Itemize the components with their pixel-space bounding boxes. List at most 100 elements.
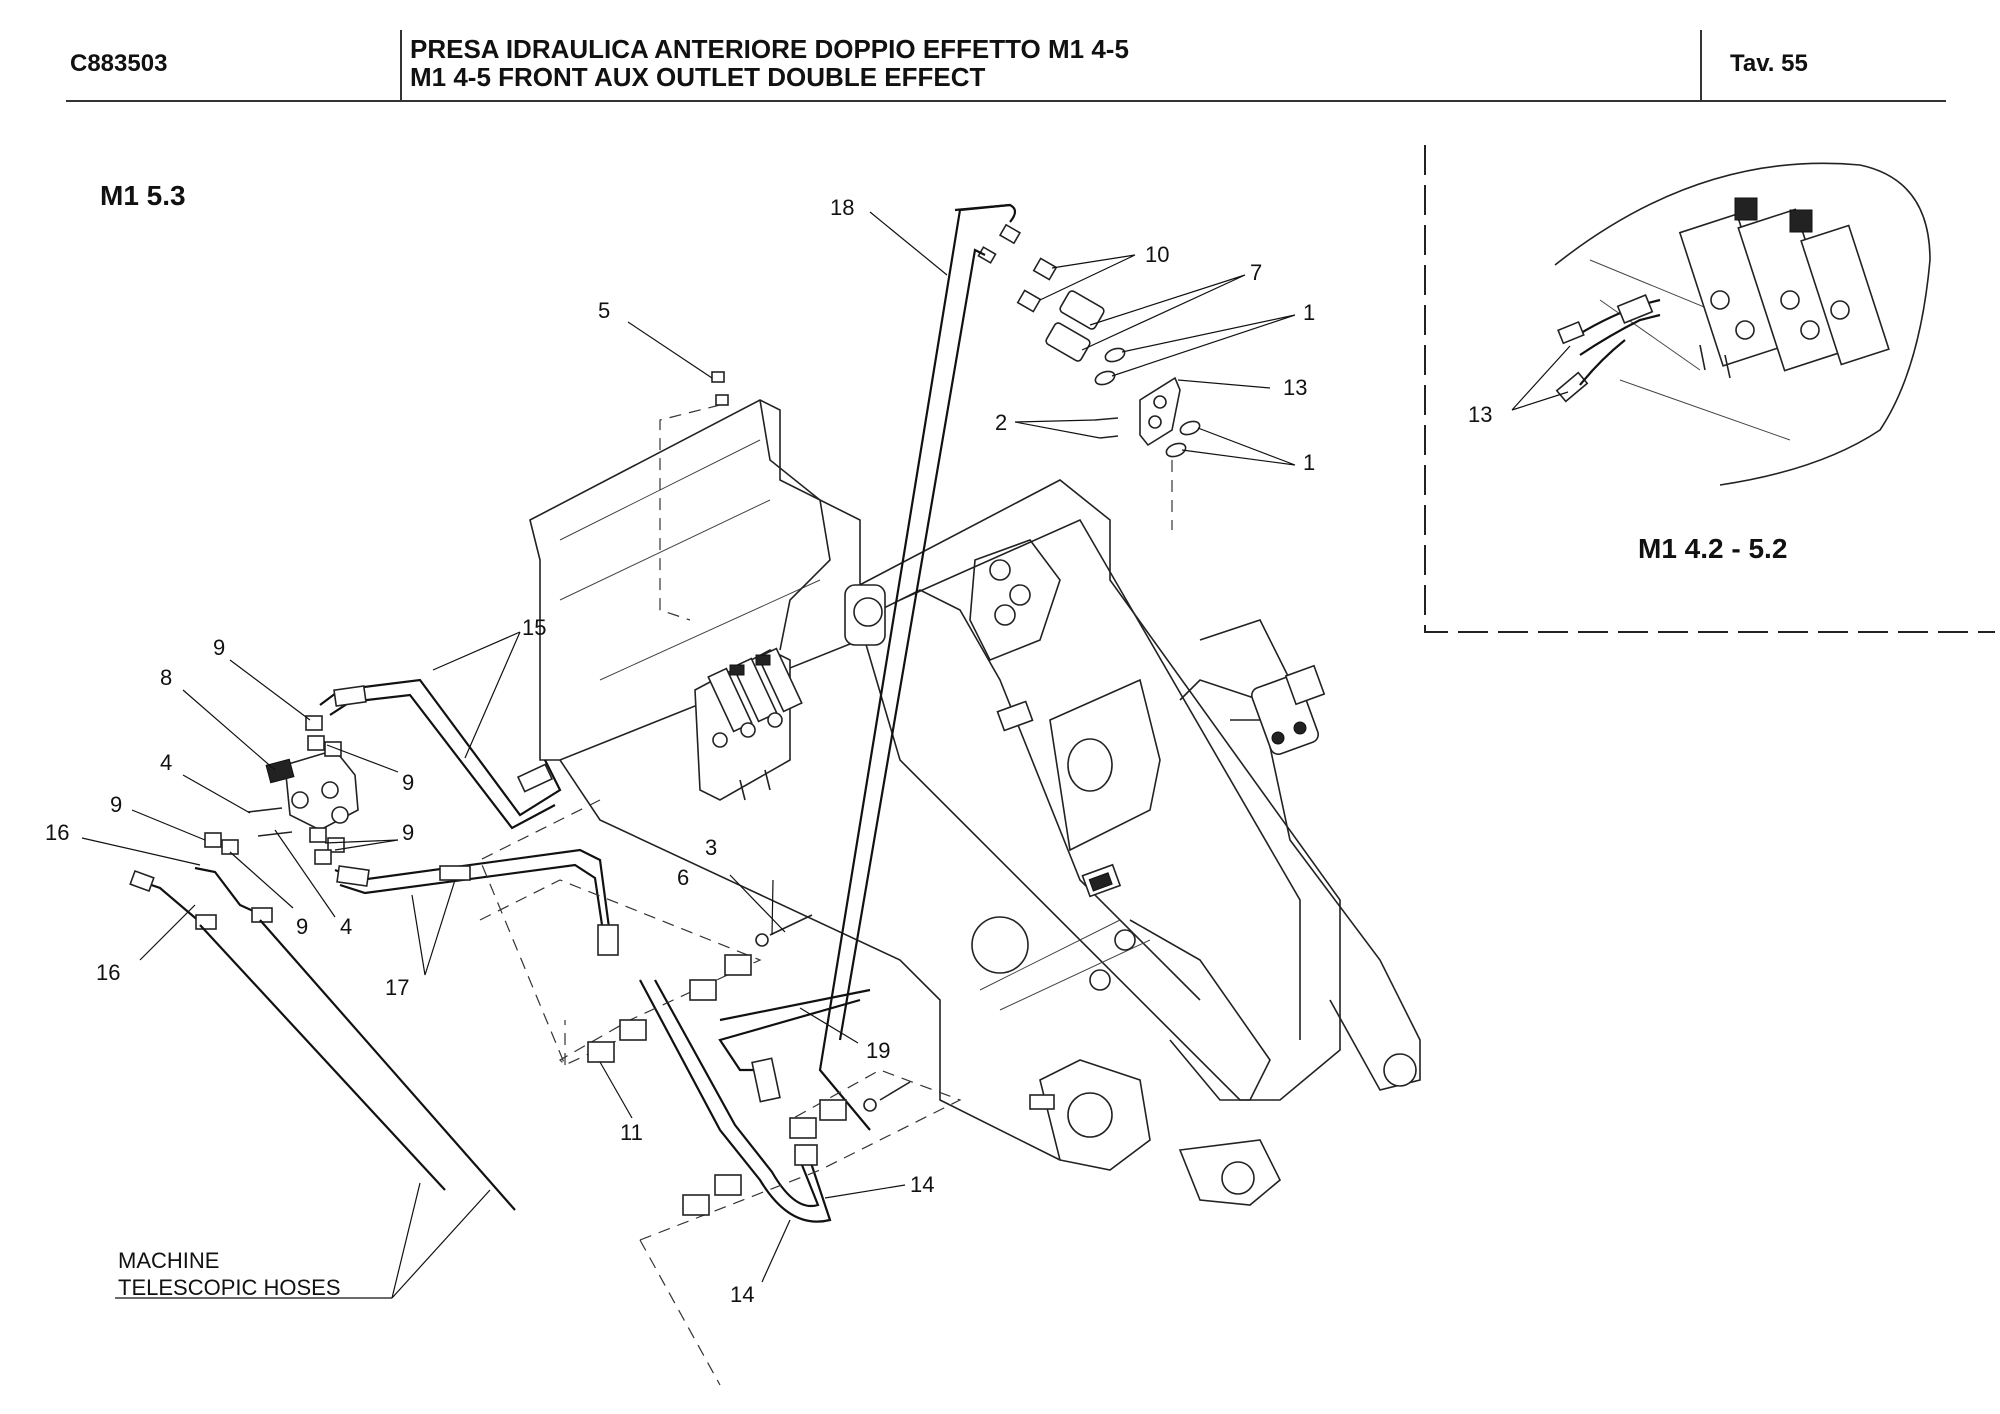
callout-2: 2 <box>995 410 1007 435</box>
callout-8: 8 <box>160 665 172 690</box>
nut-5-lower <box>715 394 729 406</box>
callout-3: 3 <box>705 835 717 860</box>
clamp-11-b <box>619 1019 647 1041</box>
inset-arc <box>1554 162 1931 486</box>
o-ring-lower-2 <box>1165 442 1187 458</box>
hose-17-mid-fitting <box>439 865 471 881</box>
clamp-assembly-line-a <box>479 879 762 1066</box>
hose-15-fitting <box>333 685 367 707</box>
callout-9-top: 9 <box>213 635 225 660</box>
clamp-14-a <box>682 1194 710 1216</box>
header-divider-right <box>1700 30 1702 102</box>
hose-17-b <box>339 863 607 946</box>
callout-11: 11 <box>620 1120 643 1145</box>
bolt-4-upper <box>247 807 283 813</box>
inset-control-valve <box>1678 197 1890 379</box>
front-base <box>1039 1059 1151 1171</box>
clamp-14-c <box>789 1117 817 1139</box>
callout-5: 5 <box>598 298 610 323</box>
coupler-plate <box>1139 376 1181 447</box>
boom-pivot-pin <box>853 597 883 627</box>
frame-opening <box>1067 738 1113 792</box>
quick-coupler-upper <box>1059 290 1105 330</box>
plate-round-hole <box>971 916 1029 974</box>
clamp-block-upper <box>996 700 1034 732</box>
o-ring-upper-2 <box>1094 370 1116 386</box>
diverter-valve-block <box>204 715 359 865</box>
bolt-3-lower <box>879 1081 911 1101</box>
callout-9-bottom: 9 <box>296 914 308 939</box>
clamp-assembly-line-b <box>479 799 641 1066</box>
callout-6: 6 <box>677 865 689 890</box>
tower-edge <box>759 399 831 651</box>
upper-fittings <box>659 203 1201 621</box>
inset-callout-13: 13 <box>1468 402 1492 427</box>
hose-17-fitting <box>336 865 370 887</box>
front-base-bore <box>1067 1092 1113 1138</box>
callout-1-lower: 1 <box>1303 450 1315 475</box>
plate-edge-lines <box>979 919 1151 1011</box>
fitting-9-f <box>314 849 332 865</box>
callout-14-right: 14 <box>910 1172 934 1197</box>
frame-lower-edge <box>559 759 1061 1161</box>
callout-14-bottom: 14 <box>730 1282 754 1307</box>
cross-member <box>969 539 1061 662</box>
machine-frame <box>529 399 1421 1206</box>
hose-17-end-fitting <box>597 924 619 956</box>
hose-16-fitting-c <box>251 907 273 923</box>
boom-side-line <box>859 589 1201 1001</box>
hose-16-fitting-b <box>195 914 217 930</box>
fitting-9-g <box>204 832 222 848</box>
fitting-10-upper <box>1032 257 1058 281</box>
callout-4-lower: 4 <box>340 914 352 939</box>
washer-6-lower <box>863 1098 877 1112</box>
clamp-assembly-line-c <box>639 1069 962 1241</box>
arm-foot <box>1178 1139 1281 1206</box>
inset-hoses <box>1555 293 1661 403</box>
callout-7: 7 <box>1250 260 1262 285</box>
callout-4-upper: 4 <box>160 750 172 775</box>
boom-inner-edge <box>899 518 1301 1040</box>
fitting-9-h <box>221 839 239 855</box>
callout-numbers: 18 10 7 1 13 1 5 2 15 9 8 9 4 9 9 16 9 4… <box>45 195 1315 1307</box>
fitting-9-e <box>327 837 345 853</box>
clamp-11-a <box>587 1041 615 1063</box>
callout-9-right-upper: 9 <box>402 770 414 795</box>
valve-solenoid-8 <box>265 758 295 784</box>
assembly-line-5 <box>659 404 721 621</box>
hose-15-b <box>329 693 556 830</box>
callout-19: 19 <box>866 1038 890 1063</box>
hose-18-end <box>954 203 1017 223</box>
main-view-label: M1 5.3 <box>100 180 186 211</box>
clamp-11-c <box>689 979 717 1001</box>
front-base-tab <box>1029 1094 1055 1110</box>
callout-18: 18 <box>830 195 854 220</box>
callout-13: 13 <box>1283 375 1307 400</box>
arm-pin-left <box>1221 1161 1255 1195</box>
note-line-telescopic-hoses: TELESCOPIC HOSES <box>118 1275 341 1300</box>
header-divider-left <box>400 30 402 102</box>
header-bottom-rule <box>66 100 1946 102</box>
callout-9-left: 9 <box>110 792 122 817</box>
hose-16-b <box>194 866 263 917</box>
o-ring-lower-1 <box>1179 420 1201 436</box>
title-english: M1 4-5 FRONT AUX OUTLET DOUBLE EFFECT <box>410 62 986 92</box>
hose-14-fitting <box>794 1144 818 1166</box>
hose-18-inner <box>838 248 986 1041</box>
callout-10: 10 <box>1145 242 1169 267</box>
quick-coupler-lower <box>1045 322 1091 362</box>
callout-15: 15 <box>522 615 546 640</box>
clamp-plate-14 <box>819 1099 847 1121</box>
hose-19-fitting <box>751 1057 781 1103</box>
screw-2-lower <box>1099 435 1119 439</box>
boom-outer <box>849 479 1341 1101</box>
bolt-4-lower <box>257 831 293 837</box>
arm-pin-right <box>1383 1053 1417 1087</box>
boom-plate <box>1049 678 1161 852</box>
bolt-3 <box>769 914 813 936</box>
washer-6 <box>755 933 769 947</box>
lift-arm-right <box>1179 679 1421 1091</box>
hose-19-inner <box>719 988 871 1022</box>
